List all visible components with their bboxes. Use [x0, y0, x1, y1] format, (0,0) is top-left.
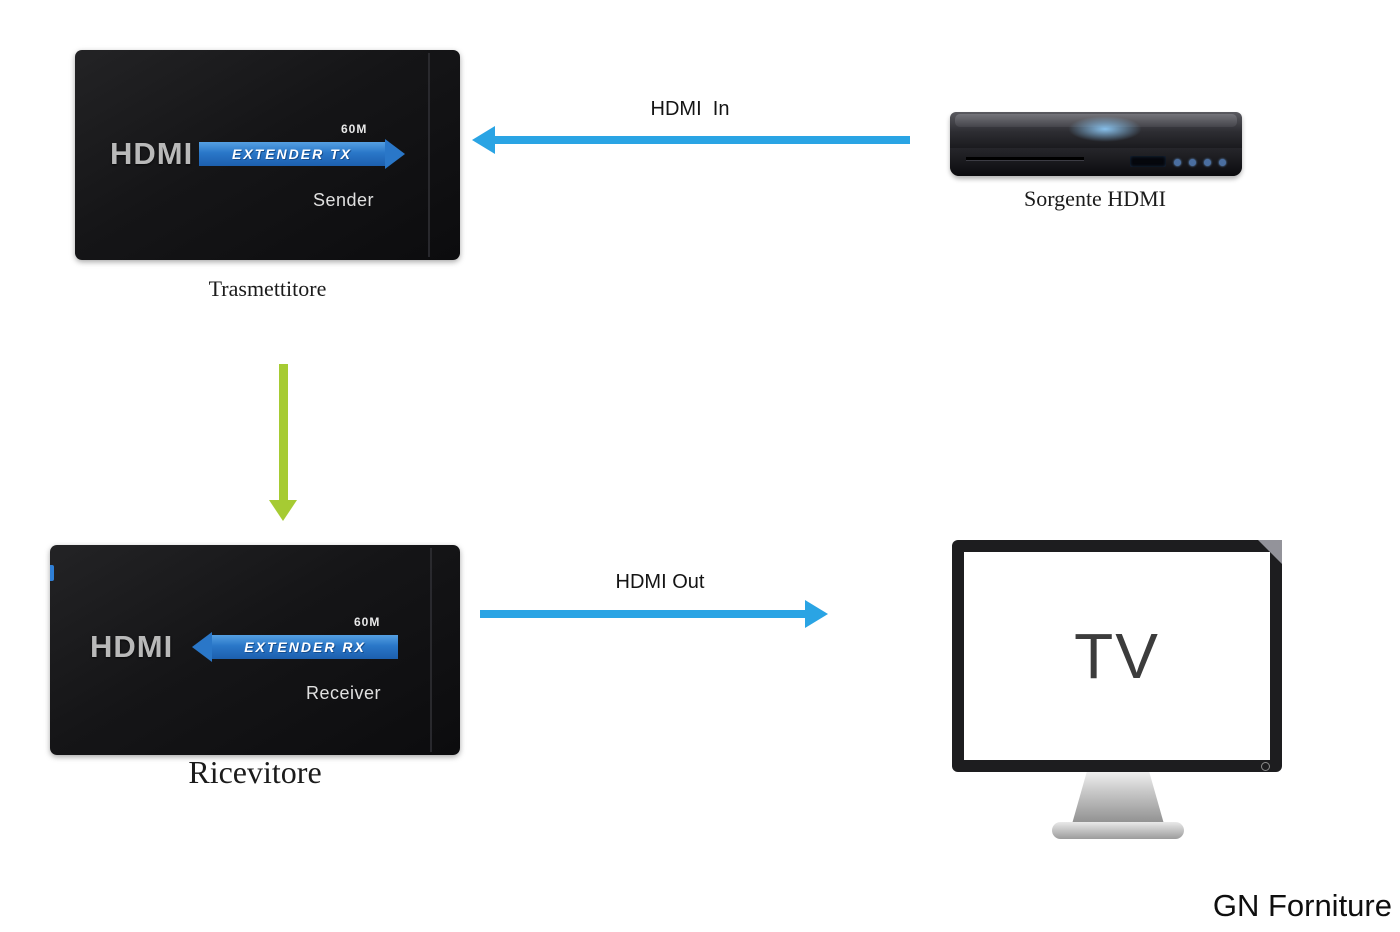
tv-screen: TV — [964, 552, 1270, 760]
arrow-head-left-icon — [472, 126, 495, 154]
receiver-device: HDMI 60M EXTENDER RX Receiver — [50, 545, 460, 755]
sender-label: Sender — [313, 190, 375, 210]
player-button-icon — [1174, 159, 1181, 166]
arrow-shaft — [480, 610, 806, 618]
receiver-caption: Ricevitore — [188, 754, 322, 790]
tv-base — [1052, 822, 1184, 839]
player-button-icon — [1204, 159, 1211, 166]
panel-seam — [430, 548, 432, 752]
extender-tx-arrow-band: EXTENDER TX — [199, 139, 405, 169]
distance-label: 60M — [354, 615, 381, 629]
source-caption: Sorgente HDMI — [1024, 186, 1166, 211]
tv-monitor: TV — [952, 540, 1282, 772]
extender-rx-arrow-band: EXTENDER RX — [192, 632, 398, 662]
hdmi-logo: HDMI — [90, 629, 174, 664]
hdmi-logo: HDMI — [110, 136, 194, 171]
arrow-shaft — [279, 364, 288, 502]
player-button-icon — [1219, 159, 1226, 166]
transmitter-device: HDMI 60M EXTENDER TX Sender — [75, 50, 460, 260]
tv-stand — [1072, 772, 1164, 824]
arrow-head-down-icon — [269, 500, 297, 521]
extender-rx-label: EXTENDER RX — [244, 639, 366, 655]
player-button-icon — [1189, 159, 1196, 166]
power-led-icon — [1261, 762, 1270, 771]
disc-glow-icon — [1068, 116, 1142, 142]
extender-tx-label: EXTENDER TX — [231, 146, 352, 162]
arrow-head-right-icon — [805, 600, 828, 628]
arrow-shaft — [494, 136, 910, 144]
player-buttons — [1174, 159, 1226, 166]
arrow-left-icon — [192, 632, 212, 662]
hdmi-in-label: HDMI In — [650, 98, 730, 120]
distance-label: 60M — [341, 122, 368, 136]
frame-corner-notch — [1258, 540, 1282, 564]
transmitter-caption: Trasmettitore — [208, 276, 327, 301]
hdmi-out-label: HDMI Out — [615, 571, 705, 593]
watermark-text: GN Forniture — [1212, 888, 1392, 923]
tv-screen-label: TV — [1074, 620, 1160, 692]
arrow-right-icon — [385, 139, 405, 169]
receiver-label: Receiver — [306, 683, 382, 703]
status-led-icon — [50, 565, 54, 581]
disc-tray-slot — [966, 157, 1084, 161]
panel-seam — [428, 53, 430, 257]
bluray-player — [950, 112, 1242, 176]
player-display — [1130, 156, 1166, 167]
